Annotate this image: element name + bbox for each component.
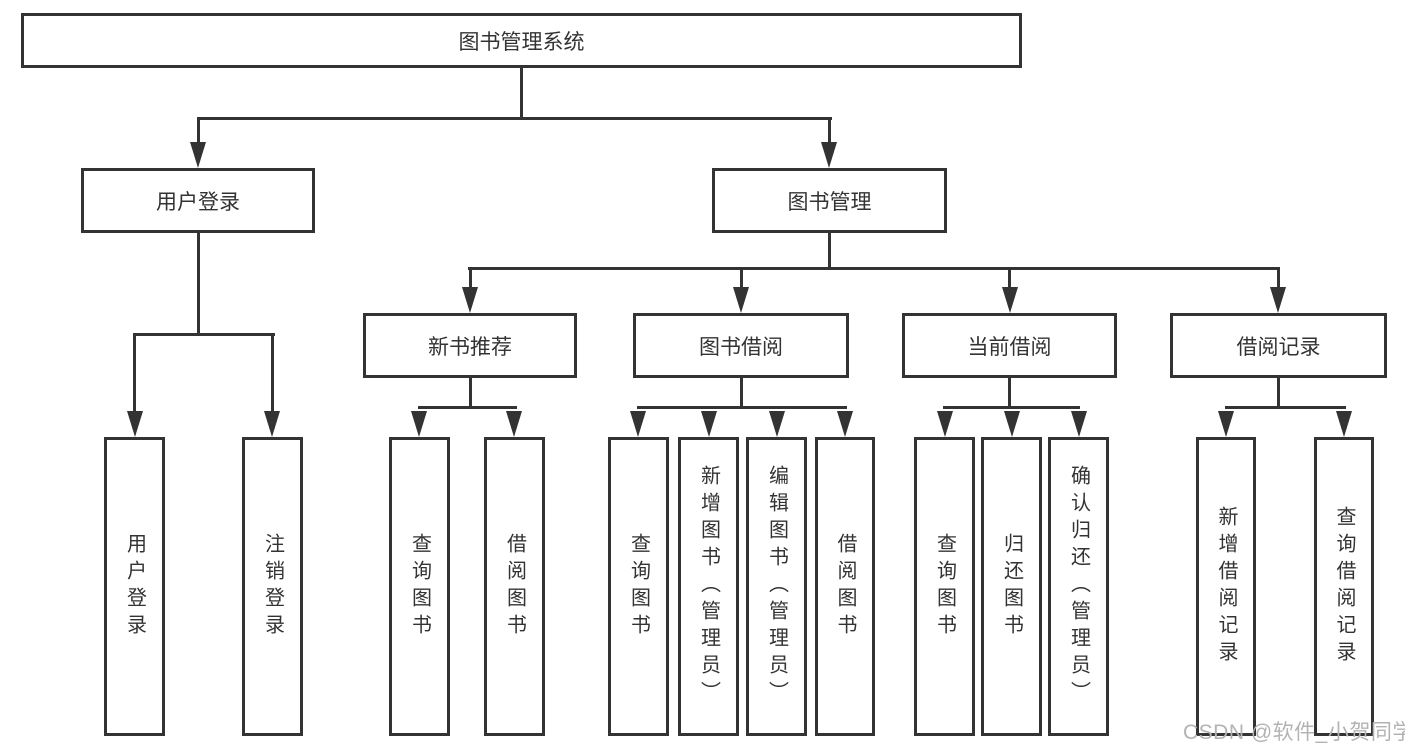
connector-root-trunk — [520, 68, 523, 120]
node-current-borrow: 当前借阅 — [902, 313, 1117, 378]
connector-book-mgmt-trunk — [828, 233, 831, 270]
leaf-current-query-book: 查询图书 — [914, 437, 975, 736]
connector-user-login-trunk — [197, 233, 200, 336]
connector-book-borrow-branch — [637, 406, 847, 409]
arrowhead-br-query — [1336, 411, 1352, 437]
arrowhead-current-borrow — [1002, 287, 1018, 313]
arrowhead-new-book-rec — [462, 287, 478, 313]
node-book-management: 图书管理 — [712, 168, 947, 233]
arrowhead-bb-borrow — [837, 411, 853, 437]
connector-new-book-rec-branch — [418, 406, 517, 409]
connector-borrow-records-branch — [1225, 406, 1346, 409]
connector-current-borrow-trunk — [1008, 378, 1011, 409]
connector-root-branch — [197, 117, 832, 120]
connector-drop-book-mgmt — [828, 117, 831, 145]
arrowhead-cb-return — [1004, 411, 1020, 437]
leaf-records-add-record: 新增借阅记录 — [1196, 437, 1256, 736]
arrowhead-cb-query — [937, 411, 953, 437]
arrowhead-cb-confirm — [1071, 411, 1087, 437]
arrowhead-book-mgmt — [821, 142, 837, 168]
leaf-current-return-book: 归还图书 — [981, 437, 1042, 736]
node-new-book-recommend: 新书推荐 — [363, 313, 577, 378]
connector-drop-borrow-records — [1277, 267, 1280, 290]
arrowhead-bb-query — [630, 411, 646, 437]
arrowhead-leaf-user-login — [127, 411, 143, 437]
connector-book-mgmt-branch — [468, 267, 1280, 270]
leaf-borrow-borrow-book: 借阅图书 — [815, 437, 875, 736]
leaf-borrow-add-book-admin: 新增图书（管理员） — [678, 437, 739, 736]
connector-borrow-records-trunk — [1277, 378, 1280, 409]
leaf-logout: 注销登录 — [242, 437, 303, 736]
connector-user-login-branch — [133, 333, 275, 336]
connector-current-borrow-branch — [943, 406, 1080, 409]
leaf-newbook-query-book: 查询图书 — [389, 437, 450, 736]
connector-drop-user-login — [197, 117, 200, 145]
arrowhead-br-add — [1218, 411, 1234, 437]
connector-drop-leaf-logout — [271, 333, 274, 413]
arrowhead-user-login — [190, 142, 206, 168]
arrowhead-leaf-logout — [264, 411, 280, 437]
connector-drop-leaf-user-login — [133, 333, 136, 413]
arrowhead-nb-borrow — [506, 411, 522, 437]
leaf-newbook-borrow-book: 借阅图书 — [484, 437, 545, 736]
connector-drop-book-borrow — [740, 267, 743, 290]
node-user-login: 用户登录 — [81, 168, 315, 233]
leaf-records-query-record: 查询借阅记录 — [1314, 437, 1374, 736]
connector-drop-new-book-rec — [469, 267, 472, 290]
csdn-watermark: CSDN @软件_小贺同学 — [1183, 721, 1405, 744]
arrowhead-nb-query — [411, 411, 427, 437]
arrowhead-bb-edit — [769, 411, 785, 437]
node-borrow-records: 借阅记录 — [1170, 313, 1387, 378]
arrowhead-borrow-records — [1270, 287, 1286, 313]
leaf-user-login: 用户登录 — [104, 437, 165, 736]
leaf-borrow-edit-book-admin: 编辑图书（管理员） — [746, 437, 807, 736]
leaf-current-confirm-return-admin: 确认归还（管理员） — [1048, 437, 1109, 736]
node-book-borrow: 图书借阅 — [633, 313, 849, 378]
connector-book-borrow-trunk — [740, 378, 743, 409]
leaf-borrow-query-book: 查询图书 — [608, 437, 669, 736]
arrowhead-bb-add — [701, 411, 717, 437]
arrowhead-book-borrow — [733, 287, 749, 313]
connector-drop-current-borrow — [1008, 267, 1011, 290]
connector-new-book-rec-trunk — [469, 378, 472, 409]
node-root: 图书管理系统 — [21, 13, 1022, 68]
